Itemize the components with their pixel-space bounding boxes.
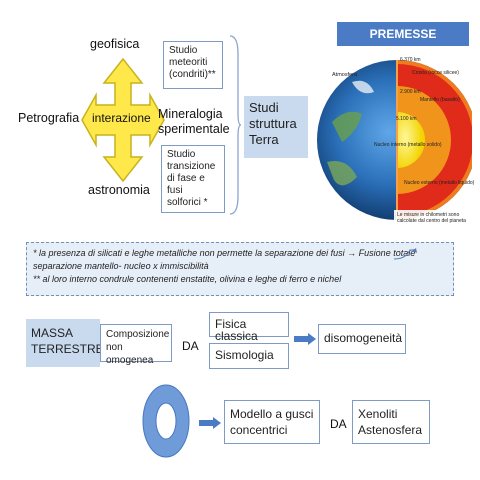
mantello-label: Mantello (basalto) [420, 97, 460, 103]
massa-terrestre-box: MASSA TERRESTRE [26, 319, 104, 367]
sismologia-box: Sismologia [209, 343, 289, 369]
note-box: * la presenza di silicati e leghe metall… [26, 242, 454, 296]
da-label-1: DA [182, 339, 199, 353]
note-line-3: ** al loro interno condrule contenenti e… [33, 274, 342, 284]
fisica-classica-box: Fisica classica [209, 312, 289, 342]
nucleo-esterno-label: Nucleo esterno (metallo liquido) [404, 180, 475, 186]
earth-cutaway-icon [317, 60, 472, 226]
depth2-label: 5.100 km [396, 116, 417, 122]
interazione-label: interazione [92, 111, 151, 125]
note-line-2: separazione mantello- nucleo x immiscibi… [33, 261, 209, 271]
crosta-label: Crosta (rocce silicee) [412, 70, 459, 76]
earth-caption: Le misure in chilometri sono calcolate d… [397, 212, 466, 224]
studi-struttura-box: Studi struttura Terra [244, 96, 308, 158]
studio-transizione-box: Studio transizione di fase e fusi solfor… [161, 145, 225, 213]
astronomia-label: astronomia [88, 183, 150, 197]
mineralogia-label: Mineralogia sperimentale [158, 107, 230, 136]
geofisica-label: geofisica [90, 37, 140, 51]
studio-meteoriti-box: Studio meteoriti (condriti)** [163, 41, 223, 89]
arrow-right-icon-2 [199, 417, 221, 429]
petrografia-label: Petrografia [18, 111, 80, 125]
radius-label: 6.370 km [400, 57, 421, 63]
brace-icon [229, 35, 242, 215]
premesse-header: PREMESSE [337, 22, 469, 46]
composizione-box: Composizione non omogenea [100, 324, 172, 366]
nucleo-interno-label: Nucleo interno (metallo solido) [374, 142, 442, 148]
curved-arrow-icon [393, 248, 417, 260]
disomogeneita-box: disomogeneità [318, 324, 406, 354]
depth1-label: 2.900 km [400, 89, 421, 95]
atmosfera-label: Atmosfera [332, 72, 358, 78]
note-line-1: * la presenza di silicati e leghe metall… [33, 248, 416, 258]
modello-box: Modello a gusci concentrici [224, 400, 320, 444]
arrow-right-icon [294, 333, 316, 345]
ring-icon [142, 384, 190, 458]
interazione-arrow-icon [81, 57, 165, 183]
da-label-2: DA [330, 417, 347, 431]
xenoliti-box: Xenoliti Astenosfera [352, 400, 430, 444]
